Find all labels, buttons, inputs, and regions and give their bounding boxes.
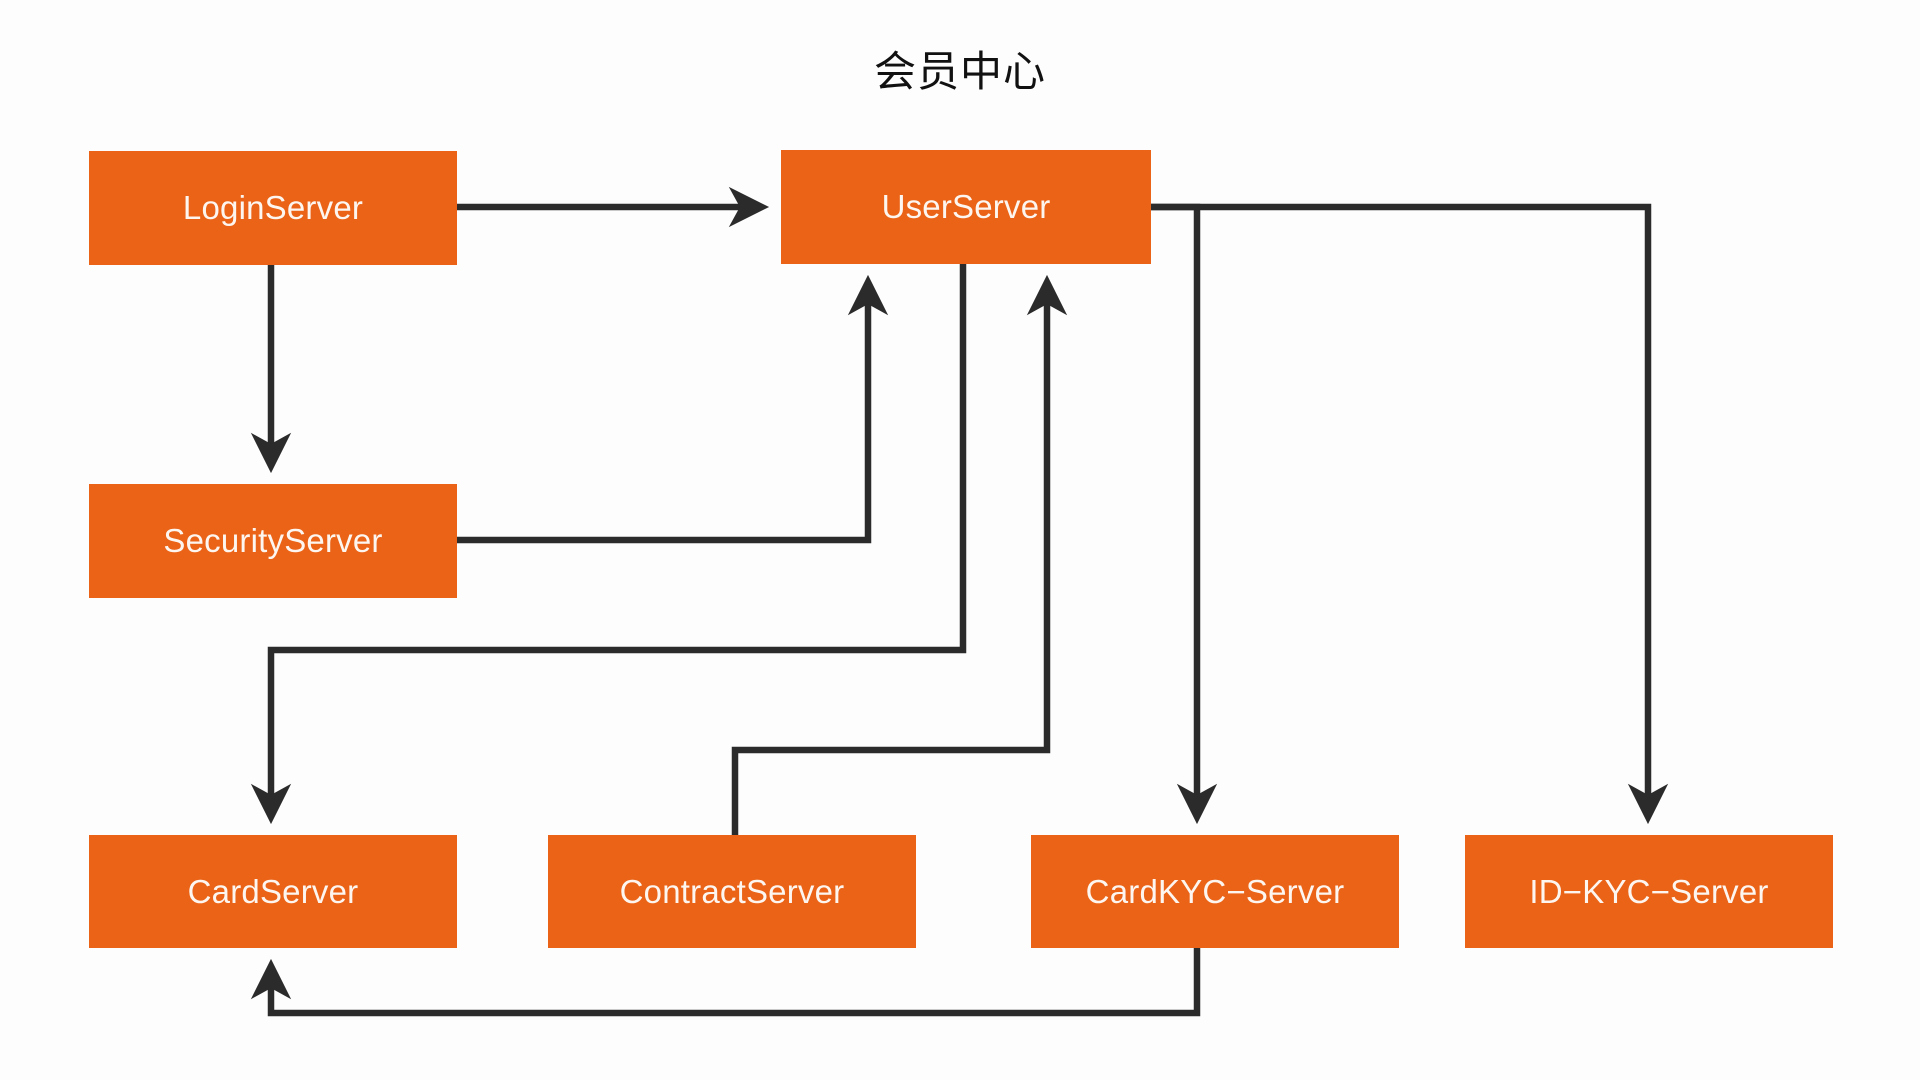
node-card-server[interactable]: CardServer — [89, 835, 457, 948]
node-label: ID−KYC−Server — [1529, 872, 1769, 910]
node-user-server[interactable]: UserServer — [781, 150, 1151, 264]
node-label: CardServer — [187, 872, 359, 910]
edge-security-to-user — [457, 274, 889, 544]
edge-user-to-idkyc — [1151, 203, 1669, 825]
node-label: ContractServer — [619, 872, 845, 910]
node-cardkyc-server[interactable]: CardKYC−Server — [1031, 835, 1399, 948]
node-label: UserServer — [881, 188, 1051, 225]
edge-cardkyc-to-card — [250, 948, 1201, 1017]
edge-user-to-cardkyc — [1151, 203, 1218, 825]
page-title: 会员中心 — [873, 47, 1046, 96]
node-label: SecurityServer — [163, 522, 383, 559]
node-label: LoginServer — [182, 189, 364, 226]
node-login-server[interactable]: LoginServer — [89, 151, 457, 265]
node-contract-server[interactable]: ContractServer — [548, 835, 916, 948]
edge-user-to-card — [250, 264, 967, 825]
edge-contract-to-user — [731, 274, 1068, 835]
node-label: CardKYC−Server — [1085, 872, 1345, 910]
node-security-server[interactable]: SecurityServer — [89, 484, 457, 598]
node-idkyc-server[interactable]: ID−KYC−Server — [1465, 835, 1833, 948]
